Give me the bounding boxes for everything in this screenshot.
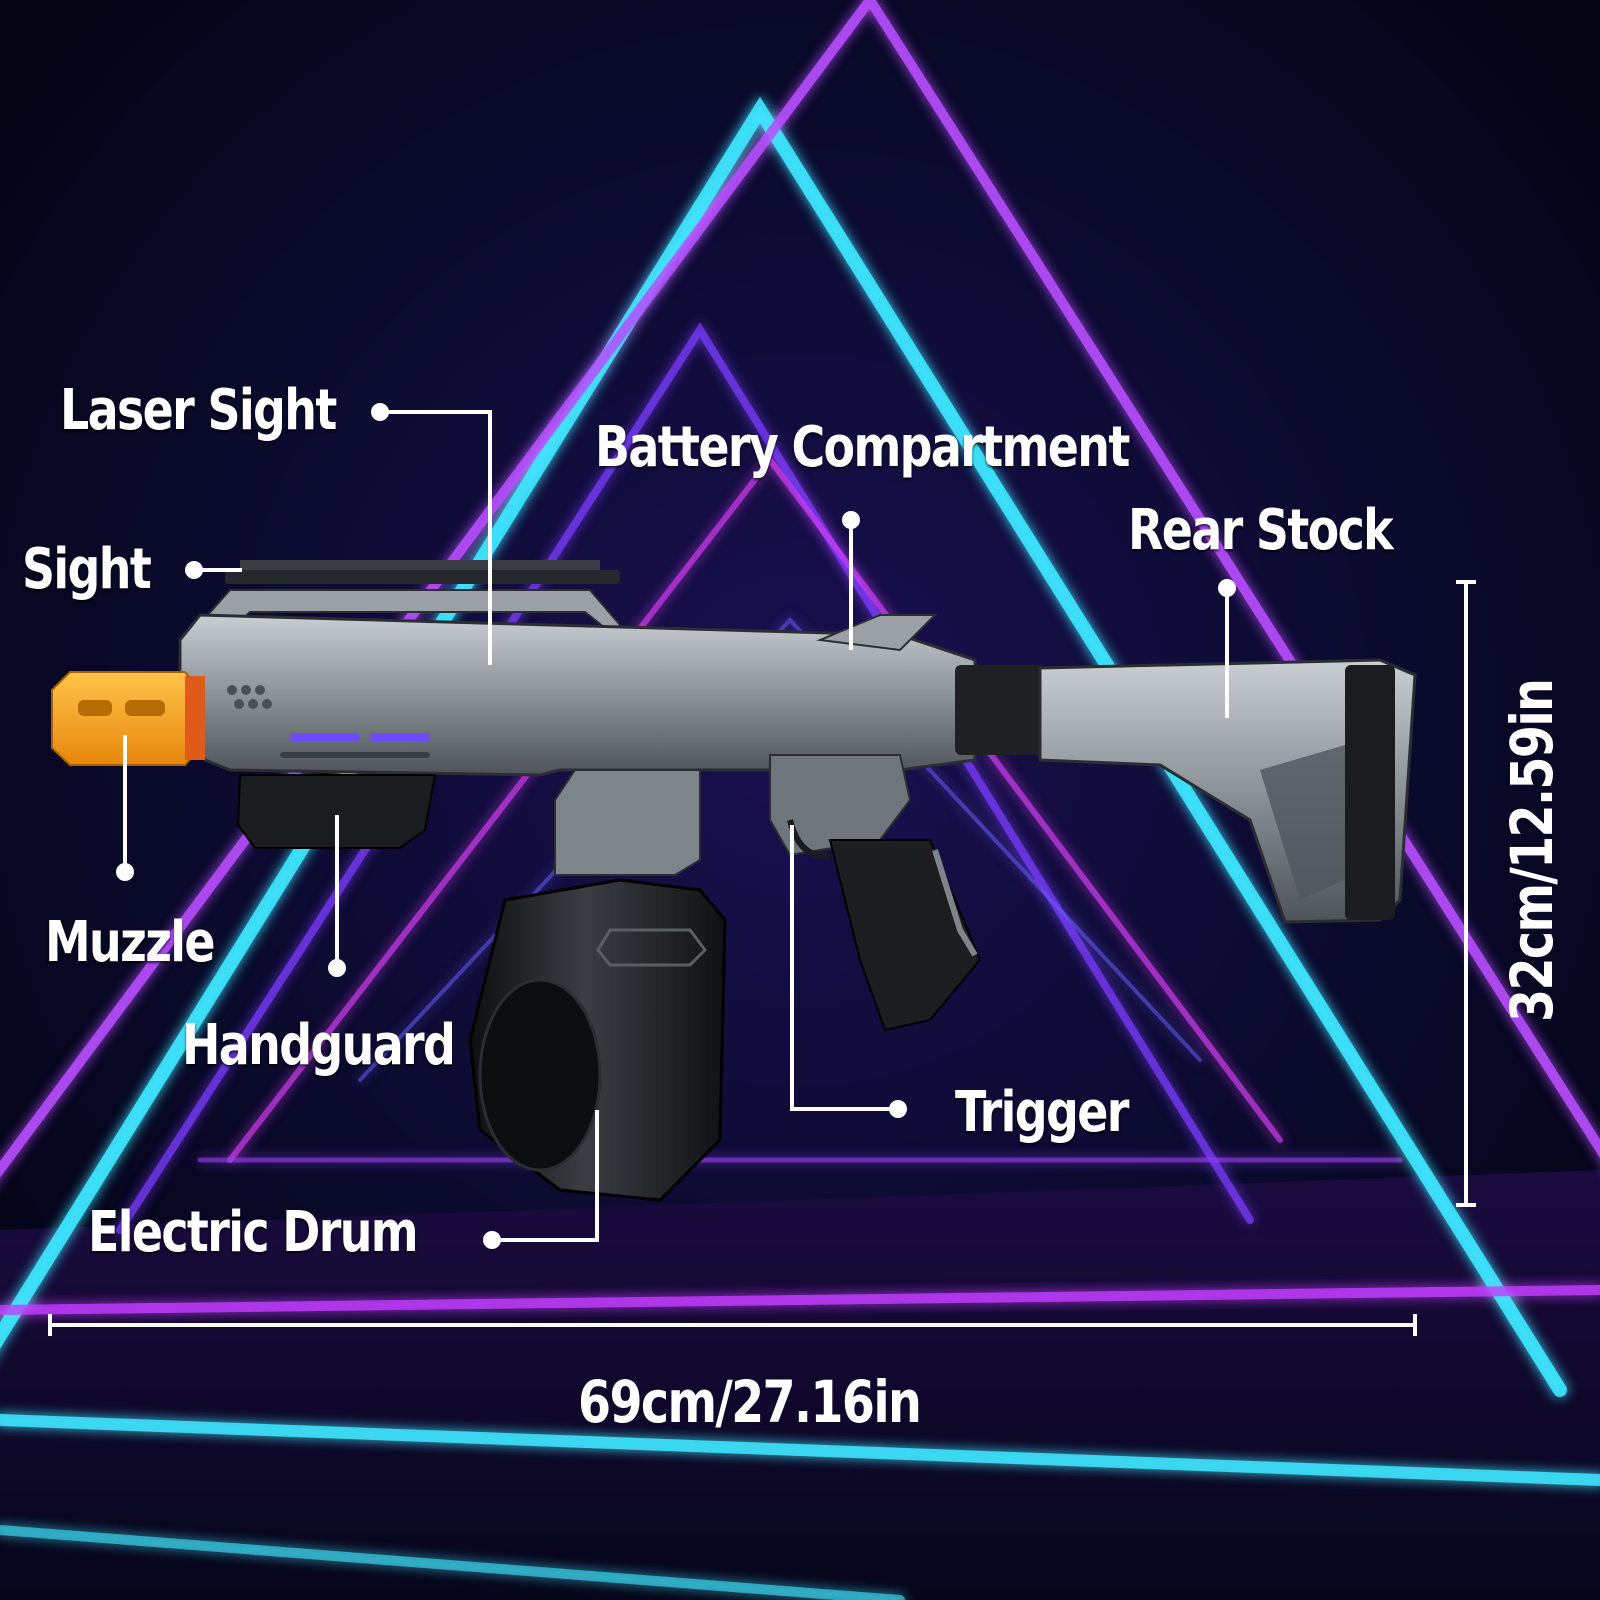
electric-drum-leader <box>492 1110 599 1242</box>
length-dimension: 69cm/27.16in <box>578 1368 922 1436</box>
label-sight: Sight <box>22 537 152 602</box>
trigger-leader <box>790 825 898 1111</box>
label-trigger: Trigger <box>955 1080 1129 1145</box>
height-dimension: 32cm/12.59in <box>1498 679 1566 1022</box>
label-rear-stock: Rear Stock <box>1128 498 1394 563</box>
label-handguard: Handguard <box>182 1013 456 1078</box>
dimension-lines <box>48 580 1476 1336</box>
pistol-grip <box>828 839 982 1032</box>
label-muzzle: Muzzle <box>45 910 216 975</box>
label-laser-sight: Laser Sight <box>60 378 337 443</box>
blaster-illustration <box>51 560 1417 1202</box>
handguard-body <box>236 774 437 849</box>
callout-dots <box>116 403 1236 1249</box>
label-battery-compartment: Battery Compartment <box>595 415 1130 480</box>
callout-lines <box>123 410 1229 1242</box>
label-electric-drum: Electric Drum <box>88 1200 419 1265</box>
top-rail <box>225 570 620 584</box>
laser-sight-leader <box>380 410 492 665</box>
